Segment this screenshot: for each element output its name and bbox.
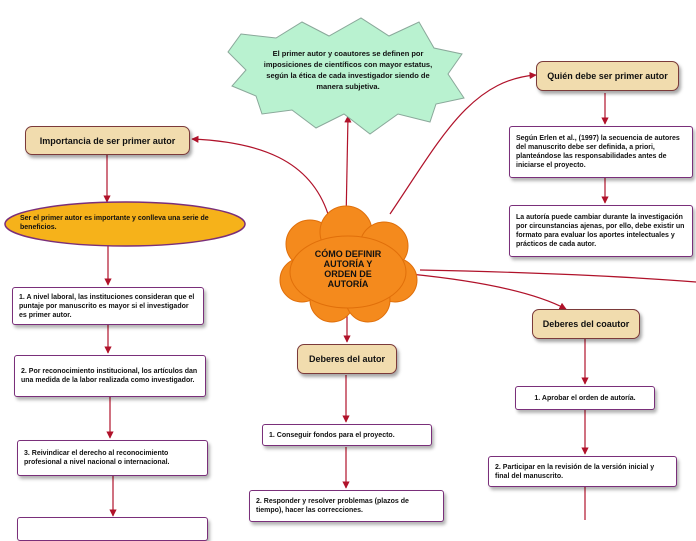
star-text: El primer autor y coautores se definen p…	[263, 49, 433, 91]
oval-text: Ser el primer autor es importante y conl…	[20, 215, 209, 231]
diagram-canvas	[4, 17, 696, 520]
middle-item-1[interactable]: 1. Conseguir fondos para el proyecto.	[262, 424, 432, 446]
left-item-4[interactable]	[17, 517, 208, 541]
right-item-1[interactable]: Según Erlen et al., (1997) la secuencia …	[509, 126, 693, 178]
header-deberes-autor[interactable]: Deberes del autor	[297, 344, 397, 374]
link-central-edge	[419, 269, 696, 283]
left-item-3[interactable]: 3. Reivindicar el derecho al reconocimie…	[17, 440, 208, 476]
central-cloud-shape	[279, 205, 418, 323]
link-central-star	[344, 115, 352, 223]
central-topic[interactable]: CÓMO DEFINIR AUTORÍA Y ORDEN DE AUTORÍA	[314, 249, 382, 289]
header-deberes-coautor[interactable]: Deberes del coautor	[532, 309, 640, 339]
coauthor-item-1[interactable]: 1. Aprobar el orden de autoría.	[515, 386, 655, 410]
left-item-1[interactable]: 1. A nivel laboral, las instituciones co…	[12, 287, 204, 325]
coauthor-item-2[interactable]: 2. Participar en la revisión de la versi…	[488, 456, 677, 487]
link-central-quien	[389, 71, 537, 215]
left-item-2[interactable]: 2. Por reconocimiento institucional, los…	[14, 355, 206, 397]
link-central-coautor	[409, 273, 567, 310]
header-importancia[interactable]: Importancia de ser primer autor	[25, 126, 190, 155]
right-item-2[interactable]: La autoría puede cambiar durante la inve…	[509, 205, 693, 257]
oval-shape	[4, 201, 246, 247]
middle-item-2[interactable]: 2. Responder y resolver problemas (plazo…	[249, 490, 444, 522]
header-quien[interactable]: Quién debe ser primer autor	[536, 61, 679, 91]
link-central-importancia	[191, 135, 329, 215]
star-burst-shape	[227, 17, 465, 135]
